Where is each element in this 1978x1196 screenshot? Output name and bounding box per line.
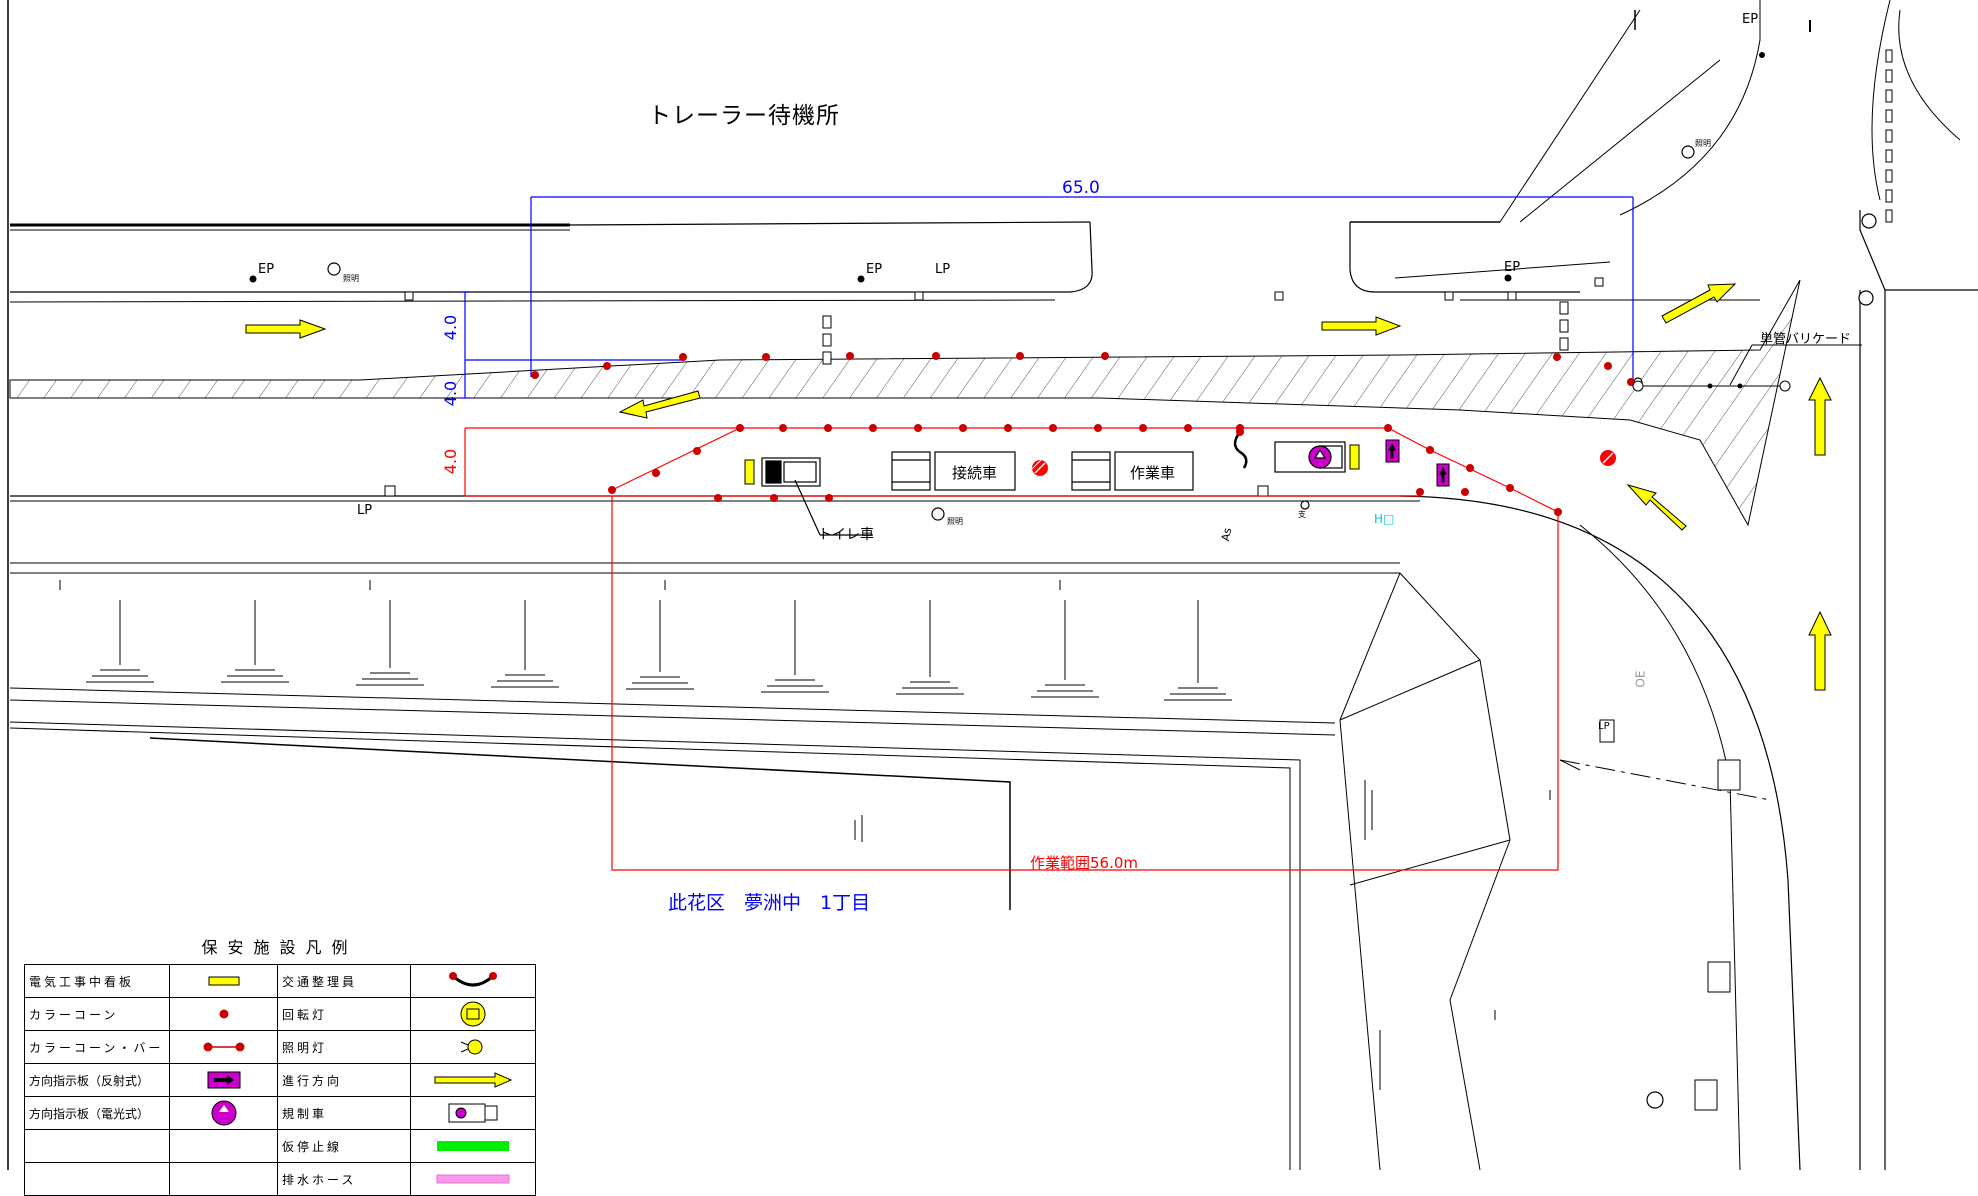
- signboards: [744, 444, 1360, 485]
- legend-item-name: 仮停止線: [277, 1129, 411, 1163]
- legend-item-name: 電気工事中看板: [24, 964, 170, 998]
- color-cones: [531, 352, 1635, 516]
- pipe-barricade: [1632, 344, 1862, 392]
- work-range-lines: [464, 427, 1559, 871]
- legend-item-name: 進行方向: [277, 1063, 411, 1097]
- ep-label-2: EP: [866, 262, 883, 277]
- upper-road-edges: [9, 0, 1961, 303]
- dimension-lines: [460, 196, 1634, 399]
- legend-item-name: 方向指示板（反射式）: [24, 1063, 170, 1097]
- lower-road-edges: [9, 210, 1978, 1170]
- oe-label: OE: [1633, 670, 1648, 688]
- no-entry-signs: [1031, 450, 1616, 476]
- ep-label-1: EP: [258, 262, 275, 277]
- traffic-guard-symbol: [410, 964, 536, 998]
- electric-arrow-board-symbol: [169, 1096, 278, 1130]
- toilet-vehicle-label: トイレ車: [818, 527, 874, 543]
- lighting-lamp-symbol: [410, 1030, 536, 1064]
- legend-row: 方向指示板（電光式） 規制車: [24, 1096, 536, 1130]
- support-label: 支: [1298, 510, 1306, 519]
- address-label: 此花区 夢洲中 1丁目: [668, 892, 871, 914]
- legend-item-name: [24, 1129, 170, 1163]
- legend-title: 保安施設凡例: [201, 938, 358, 957]
- traffic-guard: [1233, 431, 1248, 469]
- travel-direction-arrows: [245, 283, 1832, 691]
- lp-label-2: LP: [357, 503, 373, 518]
- hatched-median: [9, 279, 1801, 527]
- cone-symbol: [169, 997, 278, 1031]
- legend-item-name: [24, 1162, 170, 1196]
- parking-stalls: [86, 600, 1232, 701]
- lp-label-1: LP: [935, 262, 951, 277]
- travel-direction-symbol: [410, 1063, 536, 1097]
- legend-item-name: 排水ホース: [277, 1162, 411, 1196]
- cone-bar-symbol: [169, 1030, 278, 1064]
- regulation-vehicle: [1274, 441, 1346, 473]
- safety-legend: 保安施設凡例 電気工事中看板 交通整理員 カラーコーン 回転灯 カラーコーン・バ…: [24, 934, 536, 1196]
- signal-markers: [822, 49, 1893, 365]
- legend-empty-cell: [169, 1129, 278, 1163]
- lane-ticks: [59, 580, 1551, 1090]
- temp-stop-line-symbol: [410, 1129, 536, 1163]
- ho-label: H□: [1374, 512, 1395, 526]
- lp-label-3: LP: [1598, 721, 1610, 732]
- legend-row: 方向指示板（反射式） 進行方向: [24, 1063, 536, 1097]
- legend-item-name: 回転灯: [277, 997, 411, 1031]
- reflective-arrow-boards: [1385, 439, 1450, 487]
- lighting-label-1: 照明: [343, 274, 359, 283]
- legend-item-name: 照明灯: [277, 1030, 411, 1064]
- regulation-vehicle-symbol: [410, 1096, 536, 1130]
- legend-row: 仮停止線: [24, 1129, 536, 1163]
- dimension-65-label: 65.0: [1062, 178, 1100, 198]
- legend-item-name: カラーコーン: [24, 997, 170, 1031]
- lighting-label-3: 照明: [1695, 139, 1711, 148]
- legend-row: 排水ホース: [24, 1162, 536, 1196]
- dimension-4-label-2: 4.0: [441, 380, 461, 407]
- legend-row: 電気工事中看板 交通整理員: [24, 964, 536, 998]
- ep-label-4: EP: [1742, 12, 1759, 27]
- drain-hose-symbol: [410, 1162, 536, 1196]
- toilet-vehicle: [761, 457, 873, 536]
- legend-row: カラーコーン・バー 照明灯: [24, 1030, 536, 1064]
- site-plan: [7, 0, 1978, 1170]
- legend-item-name: 方向指示板（電光式）: [24, 1096, 170, 1130]
- dimension-4-label-1: 4.0: [441, 314, 461, 341]
- pipe-barricade-label: 単管バリケード: [1760, 332, 1852, 347]
- ep-label-3: EP: [1504, 260, 1521, 275]
- legend-item-name: 規制車: [277, 1096, 411, 1130]
- legend-empty-cell: [169, 1162, 278, 1196]
- legend-row: カラーコーン 回転灯: [24, 997, 536, 1031]
- work-vehicle-label: 作業車: [1130, 464, 1176, 482]
- rotating-light-symbol: [410, 997, 536, 1031]
- work-vehicle: [1071, 451, 1194, 491]
- lighting-label-2: 照明: [947, 517, 963, 526]
- street-lamps: [327, 145, 1877, 1109]
- legend-table: 電気工事中看板 交通整理員 カラーコーン 回転灯 カラーコーン・バー 照明灯 方…: [24, 964, 536, 1196]
- connection-vehicle-label: 接続車: [952, 464, 998, 482]
- trailer-area-label: トレーラー待機所: [648, 103, 840, 129]
- as-label: As: [1219, 526, 1235, 543]
- dimension-4-label-3: 4.0: [441, 448, 461, 475]
- connection-vehicle: [891, 451, 1016, 491]
- legend-item-name: 交通整理員: [277, 964, 411, 998]
- reflective-arrow-board-symbol: [169, 1063, 278, 1097]
- legend-item-name: カラーコーン・バー: [24, 1030, 170, 1064]
- work-range-label: 作業範囲56.0m: [1030, 854, 1139, 872]
- signboard-symbol: [169, 964, 278, 998]
- roadside-posts: [384, 277, 1741, 1111]
